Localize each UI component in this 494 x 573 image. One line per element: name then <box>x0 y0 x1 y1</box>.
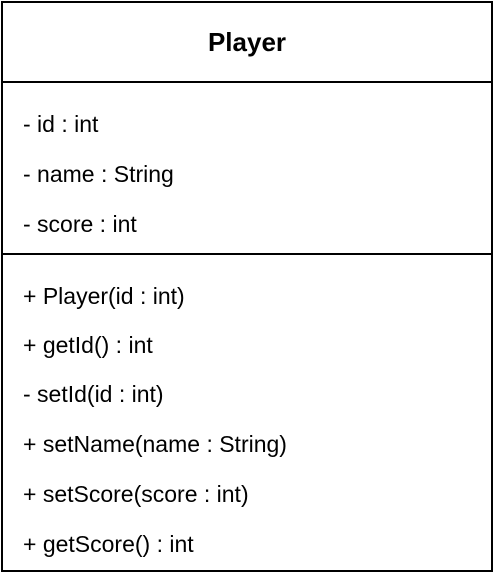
class-name: Player <box>207 26 287 57</box>
class-header: Player <box>3 3 491 83</box>
attribute-id: - id : int <box>23 111 99 137</box>
attribute-score: - score : int <box>23 211 137 237</box>
operation-get-id: + getId() : int <box>23 332 153 358</box>
operation-constructor: + Player(id : int) <box>23 283 185 309</box>
operation-set-name: + setName(name : String) <box>23 431 287 457</box>
operation-get-score: + getScore() : int <box>23 531 194 557</box>
operation-set-score: + setScore(score : int) <box>23 481 249 507</box>
operations-compartment: + Player(id : int) + getId() : int - set… <box>3 255 491 572</box>
attribute-name: - name : String <box>23 161 174 187</box>
operation-set-id: - setId(id : int) <box>23 381 164 407</box>
attributes-compartment: - id : int - name : String - score : int <box>3 83 491 255</box>
